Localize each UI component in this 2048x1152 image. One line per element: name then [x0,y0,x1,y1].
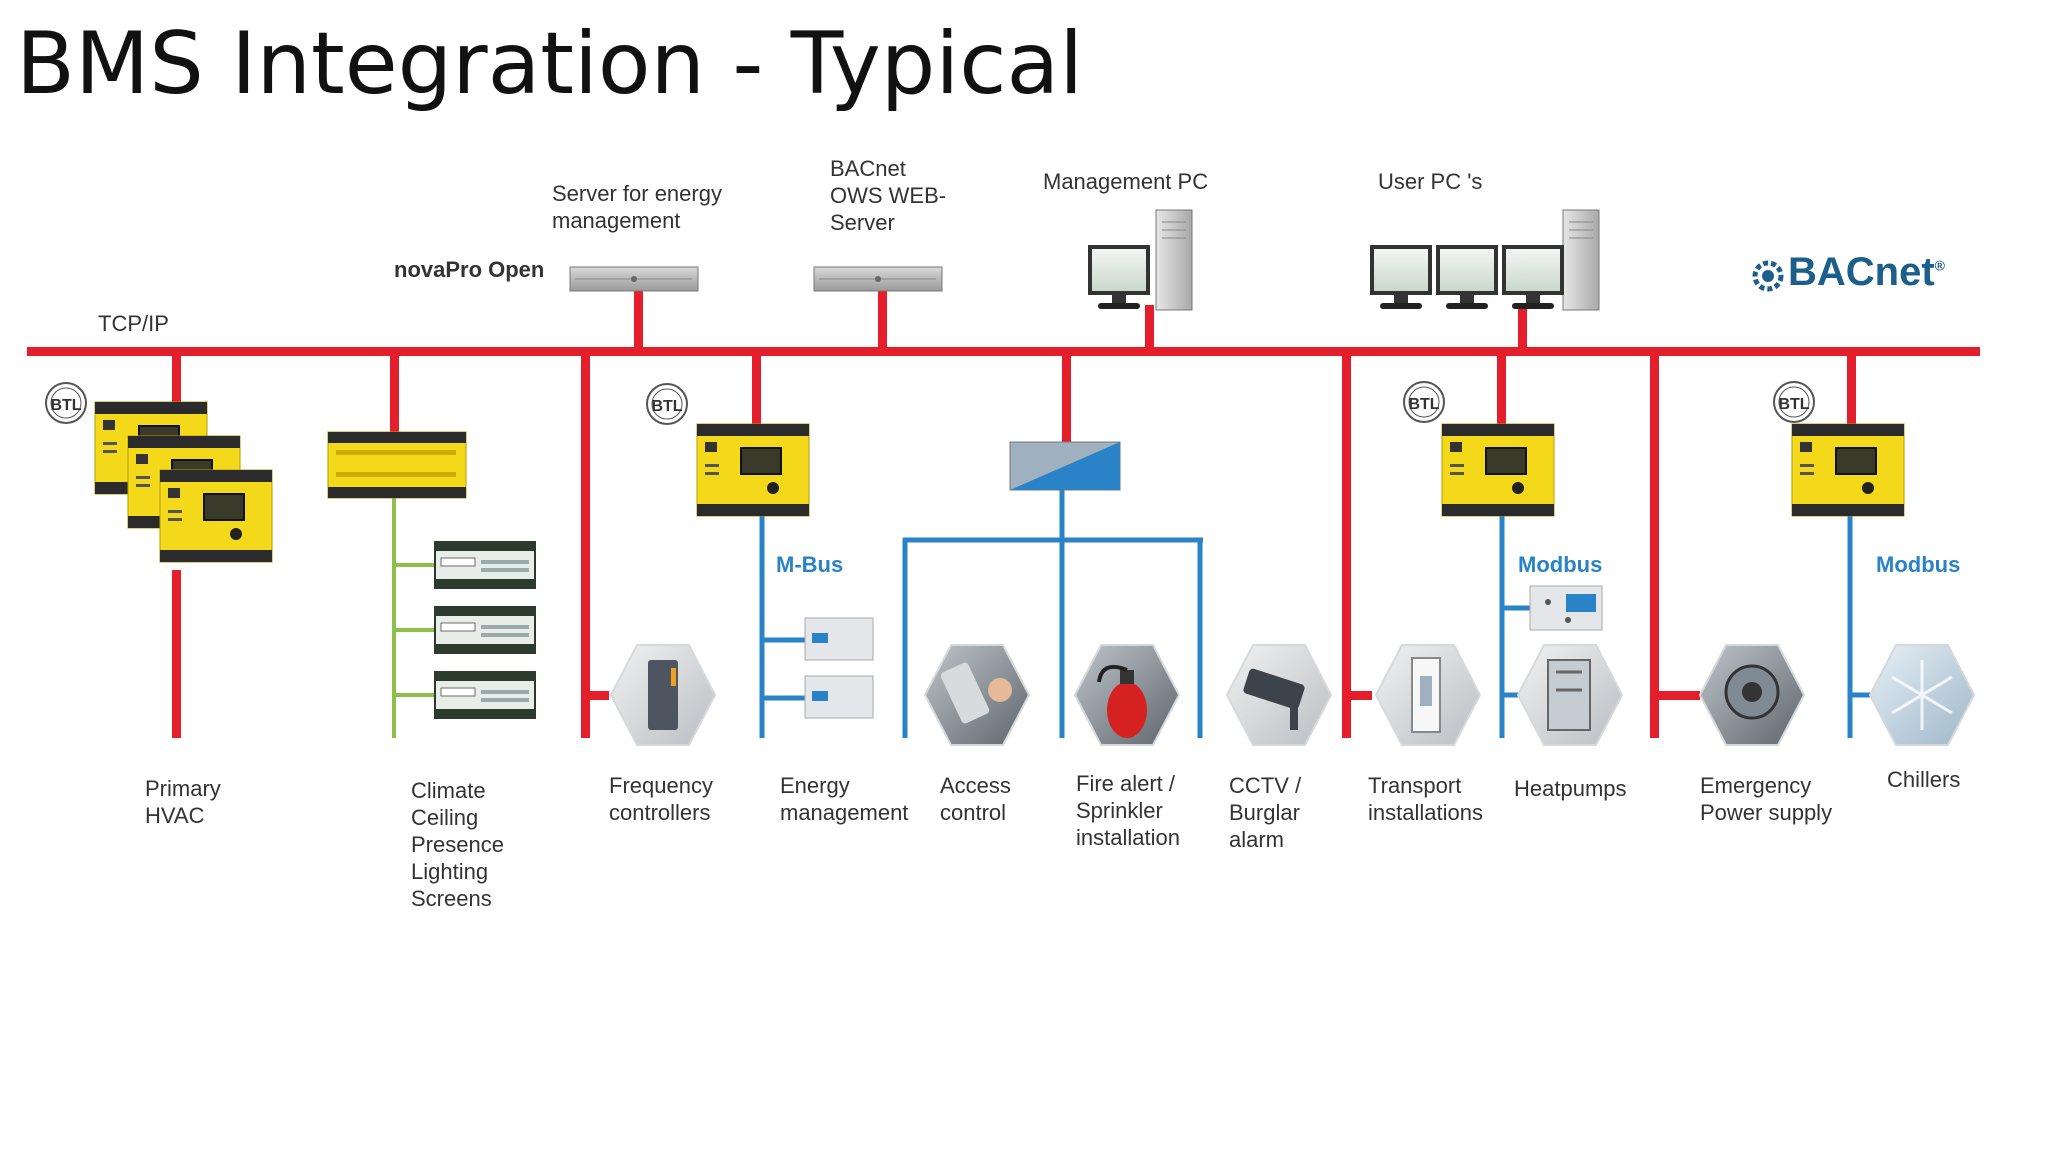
btl-badge-hvac: BTL [45,382,87,424]
fire-label: Fire alert / Sprinkler installation [1076,771,1180,850]
fire-alert-hex [1073,644,1181,746]
ethernet-backbone [27,290,1980,738]
modbus-chillers-label: Modbus [1876,552,1961,577]
ip-gateway-device [1009,441,1121,491]
svg-text:BTL: BTL [1408,396,1439,413]
cctv-label: CCTV / Burglar alarm [1229,773,1302,852]
chillers-label: Chillers [1887,767,1961,792]
access-control-hex [923,644,1031,746]
energy-label: Energy management [780,773,909,825]
frequency-label: Frequency controllers [609,773,713,825]
bacnet-logo: BACnet® [1748,248,1958,306]
transport-hex [1374,644,1482,746]
access-label: Access control [940,773,1011,825]
energy-server-label: Server for energy management [552,181,722,233]
svg-text:BTL: BTL [1778,396,1809,413]
ows-web-server-label: BACnet OWS WEB- Server [830,156,947,235]
bacnet-logo-text: BACnet® [1788,250,1945,294]
user-pcs-device [1370,209,1600,311]
energy-controller [696,423,810,517]
primary-hvac-label: Primary HVAC [145,776,221,828]
cctv-hex [1225,644,1333,746]
management-pc-device [1088,209,1193,311]
emergency-label: Emergency Power supply [1700,773,1833,825]
btl-badge-chillers: BTL [1773,381,1815,423]
heatpumps-label: Heatpumps [1514,776,1627,801]
field-buses [759,490,1870,738]
mbus-label: M-Bus [776,552,844,577]
climate-master-controller [327,431,467,499]
climate-label: Climate Ceiling Presence Lighting Screen… [411,778,504,911]
svg-text:BTL: BTL [651,398,682,415]
bacnet-gear-icon [1752,260,1784,292]
tcpip-label: TCP/IP [98,311,169,336]
chillers-hex [1868,644,1976,746]
energy-meters [804,617,874,719]
transport-label: Transport installations [1368,773,1483,825]
svg-text:BTL: BTL [50,397,81,414]
modbus-heatpumps-label: Modbus [1518,552,1603,577]
energy-server-device [569,266,699,292]
btl-badge-heatpumps: BTL [1403,381,1445,423]
ows-web-server-device [813,266,943,292]
user-pcs-label: User PC 's [1378,169,1483,194]
primary-hvac-controllers [94,401,273,563]
chiller-controller [1791,423,1905,517]
climate-io-modules [434,541,536,719]
emergency-power-hex [1698,644,1806,746]
io-bus [392,495,435,738]
btl-badge-energy: BTL [646,383,688,425]
management-pc-label: Management PC [1043,169,1209,194]
novapro-label: novaPro Open [394,257,545,282]
frequency-controller-hex [609,644,717,746]
page-title: BMS Integration - Typical [16,14,1084,114]
heatpumps-hex [1516,644,1624,746]
heatpump-modbus-meter [1529,585,1603,631]
heatpump-controller [1441,423,1555,517]
